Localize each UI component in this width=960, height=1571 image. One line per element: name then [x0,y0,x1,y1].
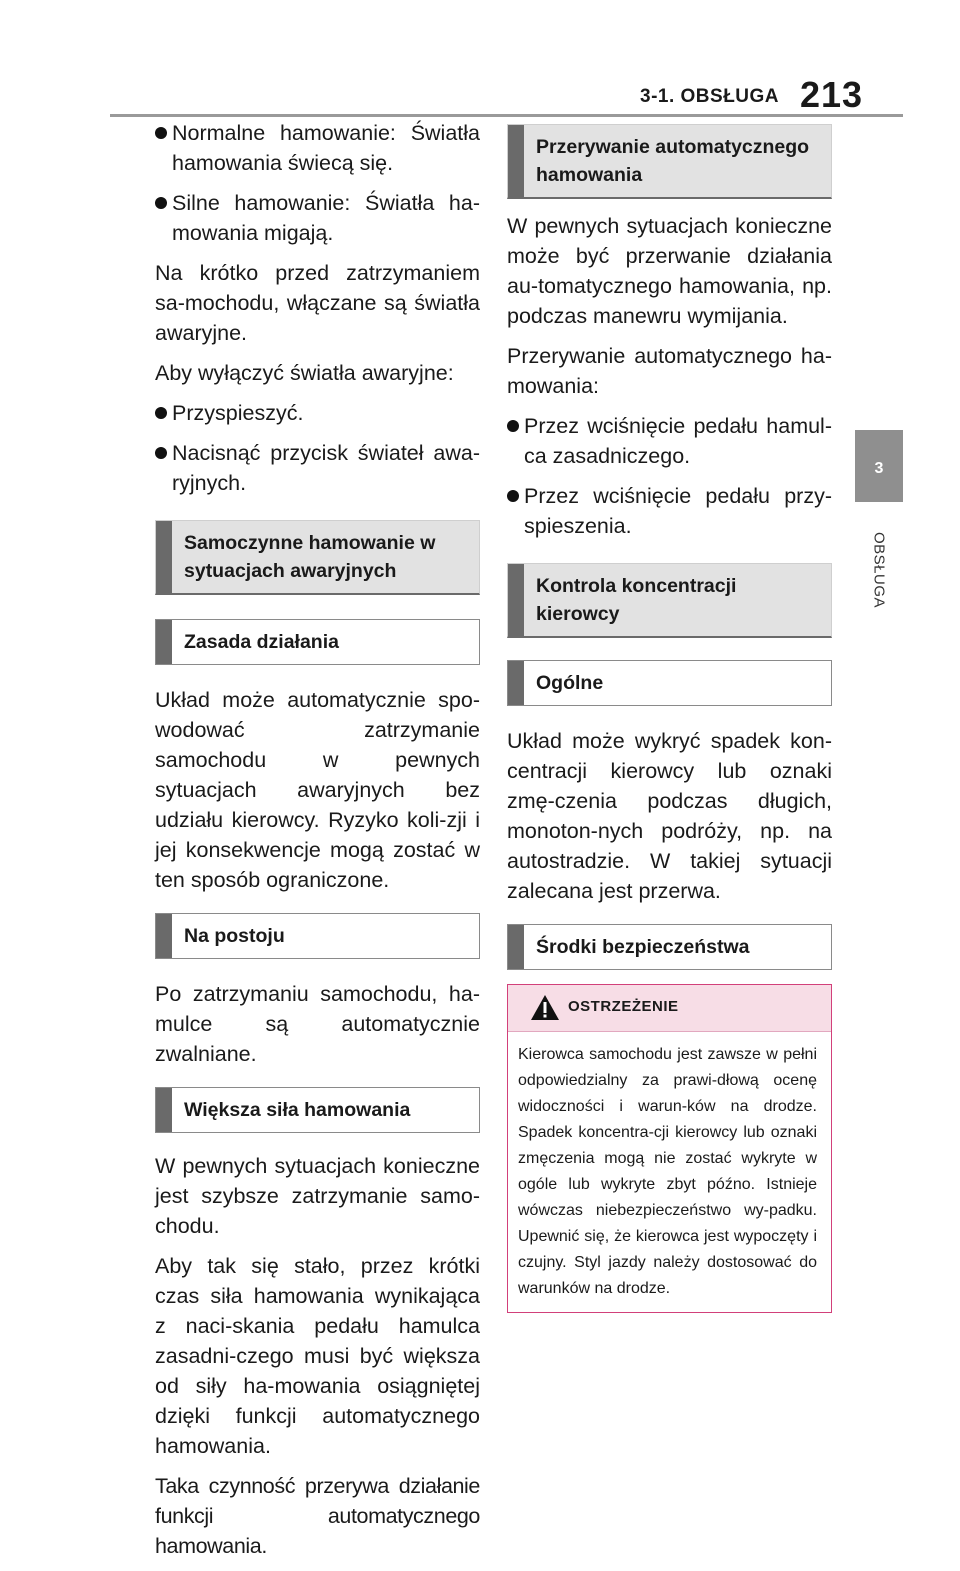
bullet-item: Przez wciśnięcie pedału przy-spieszenia. [507,481,832,541]
heading-text: Na postoju [184,925,285,947]
subsection-heading: Na postoju [155,913,480,959]
paragraph: Aby wyłączyć światła awaryjne: [155,361,454,385]
heading-bar [508,564,524,636]
bullet-text: Przez wciśnięcie pedału przy-spieszenia. [524,484,832,538]
heading-bar [156,521,172,593]
section-heading: Przerywanie automatycznego hamowania [507,124,832,199]
paragraph: W pewnych sytuacjach konieczne może być … [507,214,832,328]
heading-bar [508,661,524,705]
bullet-icon [155,127,167,139]
heading-text: Ogólne [536,672,604,694]
bullet-text: Przyspieszyć. [172,401,304,425]
section-heading: Kontrola koncentracji kierowcy [507,563,832,638]
bullet-text: Normalne hamowanie: Światła hamowania św… [172,121,480,175]
bullet-item: Nacisnąć przycisk świateł awa-ryjnych. [155,438,480,498]
bullet-icon [507,420,519,432]
page-number: 213 [800,74,864,115]
heading-bar [508,925,524,969]
right-column: Przerywanie automatycznego hamowania W p… [507,124,832,1313]
bullet-icon [507,490,519,502]
subsection-heading: Środki bezpieczeństwa [507,924,832,970]
chapter-tab: 3 [855,430,903,502]
chapter-label-text: OBSŁUGA [870,531,888,609]
paragraph: Układ może wykryć spadek kon-centracji k… [507,729,832,903]
bullet-text: Przez wciśnięcie pedału hamul-ca zasadni… [524,414,832,468]
paragraph: Na krótko przed zatrzymaniem sa-mochodu,… [155,261,480,345]
heading-text: Środki bezpieczeństwa [536,936,750,958]
warning-header: OSTRZEŻENIE [508,985,831,1032]
header-divider [110,114,903,117]
paragraph: Aby tak się stało, przez krótki czas sił… [155,1254,480,1458]
heading-bar [156,914,172,958]
bullet-icon [155,447,167,459]
paragraph: W pewnych sytuacjach konieczne jest szyb… [155,1154,480,1238]
bullet-item: Przez wciśnięcie pedału hamul-ca zasadni… [507,411,832,471]
bullet-text: Nacisnąć przycisk świateł awa-ryjnych. [172,441,480,495]
warning-triangle-icon [531,995,559,1020]
heading-bar [508,125,524,197]
paragraph: Po zatrzymaniu samochodu, ha-mulce są au… [155,982,480,1066]
bullet-item: Normalne hamowanie: Światła hamowania św… [155,118,480,178]
bullet-text: Silne hamowanie: Światła ha-mowania miga… [172,191,480,245]
paragraph: Taka czynność przerywa działanie funkcji… [155,1474,480,1558]
subsection-heading: Ogólne [507,660,832,706]
bullet-item: Silne hamowanie: Światła ha-mowania miga… [155,188,480,248]
bullet-icon [155,197,167,209]
heading-text: Kontrola koncentracji kierowcy [536,575,737,625]
section-title: 3-1. OBSŁUGA [640,86,780,107]
subsection-heading: Większa siła hamowania [155,1087,480,1133]
left-column: Normalne hamowanie: Światła hamowania św… [155,118,480,1571]
paragraph: Przerywanie automatycznego ha-mowania: [507,344,832,398]
warning-box: OSTRZEŻENIE Kierowca samochodu jest zaws… [507,984,832,1313]
warning-title: OSTRZEŻENIE [568,998,679,1015]
chapter-label: OBSŁUGA [855,515,903,625]
section-heading: Samoczynne hamowanie w sytuacjach awaryj… [155,520,480,595]
heading-text: Zasada działania [184,631,339,653]
bullet-item: Przyspieszyć. [155,398,480,428]
heading-text: Samoczynne hamowanie w sytuacjach awaryj… [184,532,436,582]
chapter-tab-number: 3 [874,460,884,477]
bullet-icon [155,407,167,419]
heading-bar [156,620,172,664]
warning-text: Kierowca samochodu jest zawsze w pełni o… [518,1046,817,1297]
paragraph: Układ może automatycznie spo-wodować zat… [155,688,480,892]
heading-text: Przerywanie automatycznego hamowania [536,136,810,186]
heading-bar [156,1088,172,1132]
heading-text: Większa siła hamowania [184,1099,411,1121]
subsection-heading: Zasada działania [155,619,480,665]
